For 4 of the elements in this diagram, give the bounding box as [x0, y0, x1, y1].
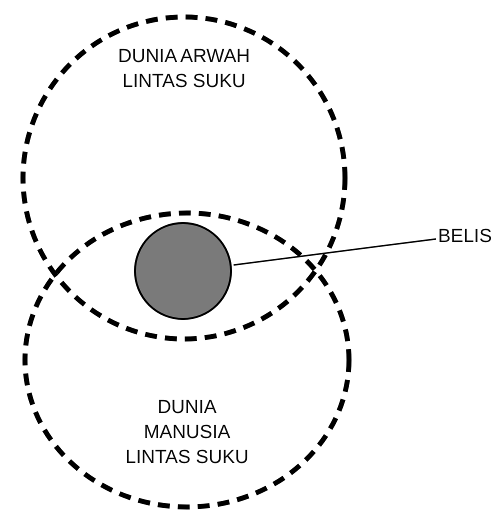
region-label: DUNIA MANUSIA LINTAS SUKU: [124, 396, 250, 470]
callout-label: BELIS: [438, 225, 493, 249]
leader-line: [234, 238, 436, 266]
region-label: DUNIA ARWAH LINTAS SUKU: [117, 45, 251, 94]
